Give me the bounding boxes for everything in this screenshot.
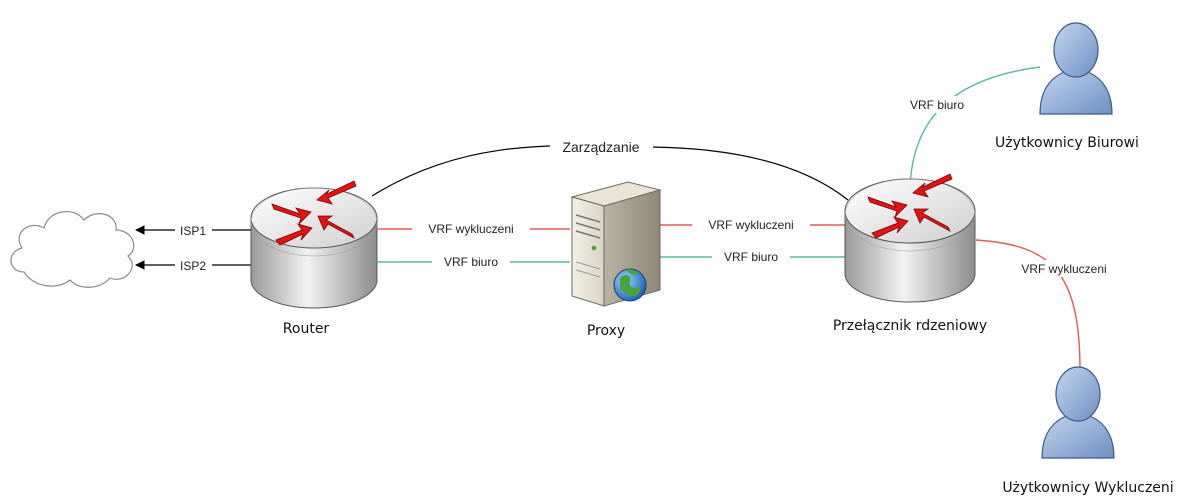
management-link-label: Zarządzanie <box>562 139 639 155</box>
core-switch-icon <box>844 173 976 303</box>
excluded-users-label: Użytkownicy Wykluczeni <box>1002 480 1173 496</box>
switch-office-users-label: VRF biuro <box>910 98 964 112</box>
proxy-switch-excluded-label: VRF wykluczeni <box>708 218 793 232</box>
switch-office-users-link <box>909 66 1041 189</box>
office-users-icon <box>1039 22 1113 115</box>
isp2-label: ISP2 <box>180 259 206 273</box>
office-users-label: Użytkownicy Biurowi <box>995 135 1139 151</box>
proxy-label: Proxy <box>587 323 625 339</box>
switch-excluded-users-link <box>975 239 1081 371</box>
switch-excluded-users-label: VRF wykluczeni <box>1021 262 1106 276</box>
cloud-icon <box>10 211 135 288</box>
proxy-switch-office-label: VRF biuro <box>724 250 778 264</box>
excluded-users-icon <box>1041 366 1115 459</box>
router-proxy-excluded-label: VRF wykluczeni <box>428 222 513 236</box>
router-proxy-office-label: VRF biuro <box>444 255 498 269</box>
router-icon <box>250 180 378 309</box>
core-switch-label: Przełącznik rdzeniowy <box>833 318 987 334</box>
isp1-label: ISP1 <box>180 224 206 238</box>
router-label: Router <box>283 321 330 337</box>
globe-icon <box>613 268 647 302</box>
